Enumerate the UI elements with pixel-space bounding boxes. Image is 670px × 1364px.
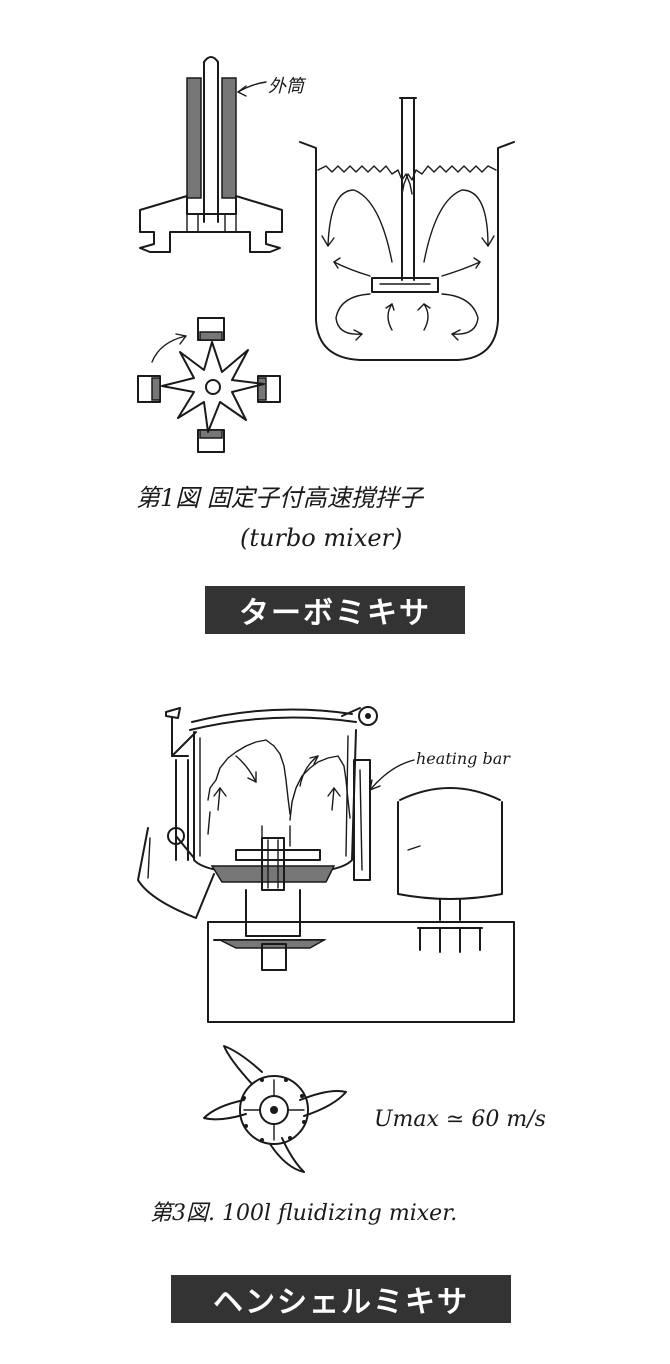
mixer-vessel <box>137 706 415 919</box>
impeller-top-view <box>203 1045 347 1173</box>
heating-bar-annotation: heating bar <box>416 749 511 768</box>
turbo-mixer-label: ターボミキサ <box>205 586 465 634</box>
outer-tube-annotation: 外筒 <box>268 76 307 97</box>
max-velocity-formula: Umax ≃ 60 m/s <box>374 1107 546 1132</box>
figure-3-caption: 第3図. 100l fluidizing mixer. <box>150 1201 457 1226</box>
mixer-base <box>207 787 515 1023</box>
tank-flow-diagram <box>299 97 515 361</box>
figure-1-caption: 第1図 固定子付高速撹拌子 <box>136 484 425 512</box>
henschel-mixer-label: ヘンシェルミキサ <box>171 1275 511 1323</box>
figure-1-turbo-mixer: 外筒 <box>0 0 670 590</box>
figure-1-caption-english: (turbo mixer) <box>240 524 402 552</box>
figure-3-fluidizing-mixer: heating bar Umax ≃ 60 m/s 第3図. 100l flui… <box>0 660 670 1270</box>
outer-tube-cross-section <box>139 56 283 253</box>
rotor-stator-top-view <box>137 317 281 453</box>
